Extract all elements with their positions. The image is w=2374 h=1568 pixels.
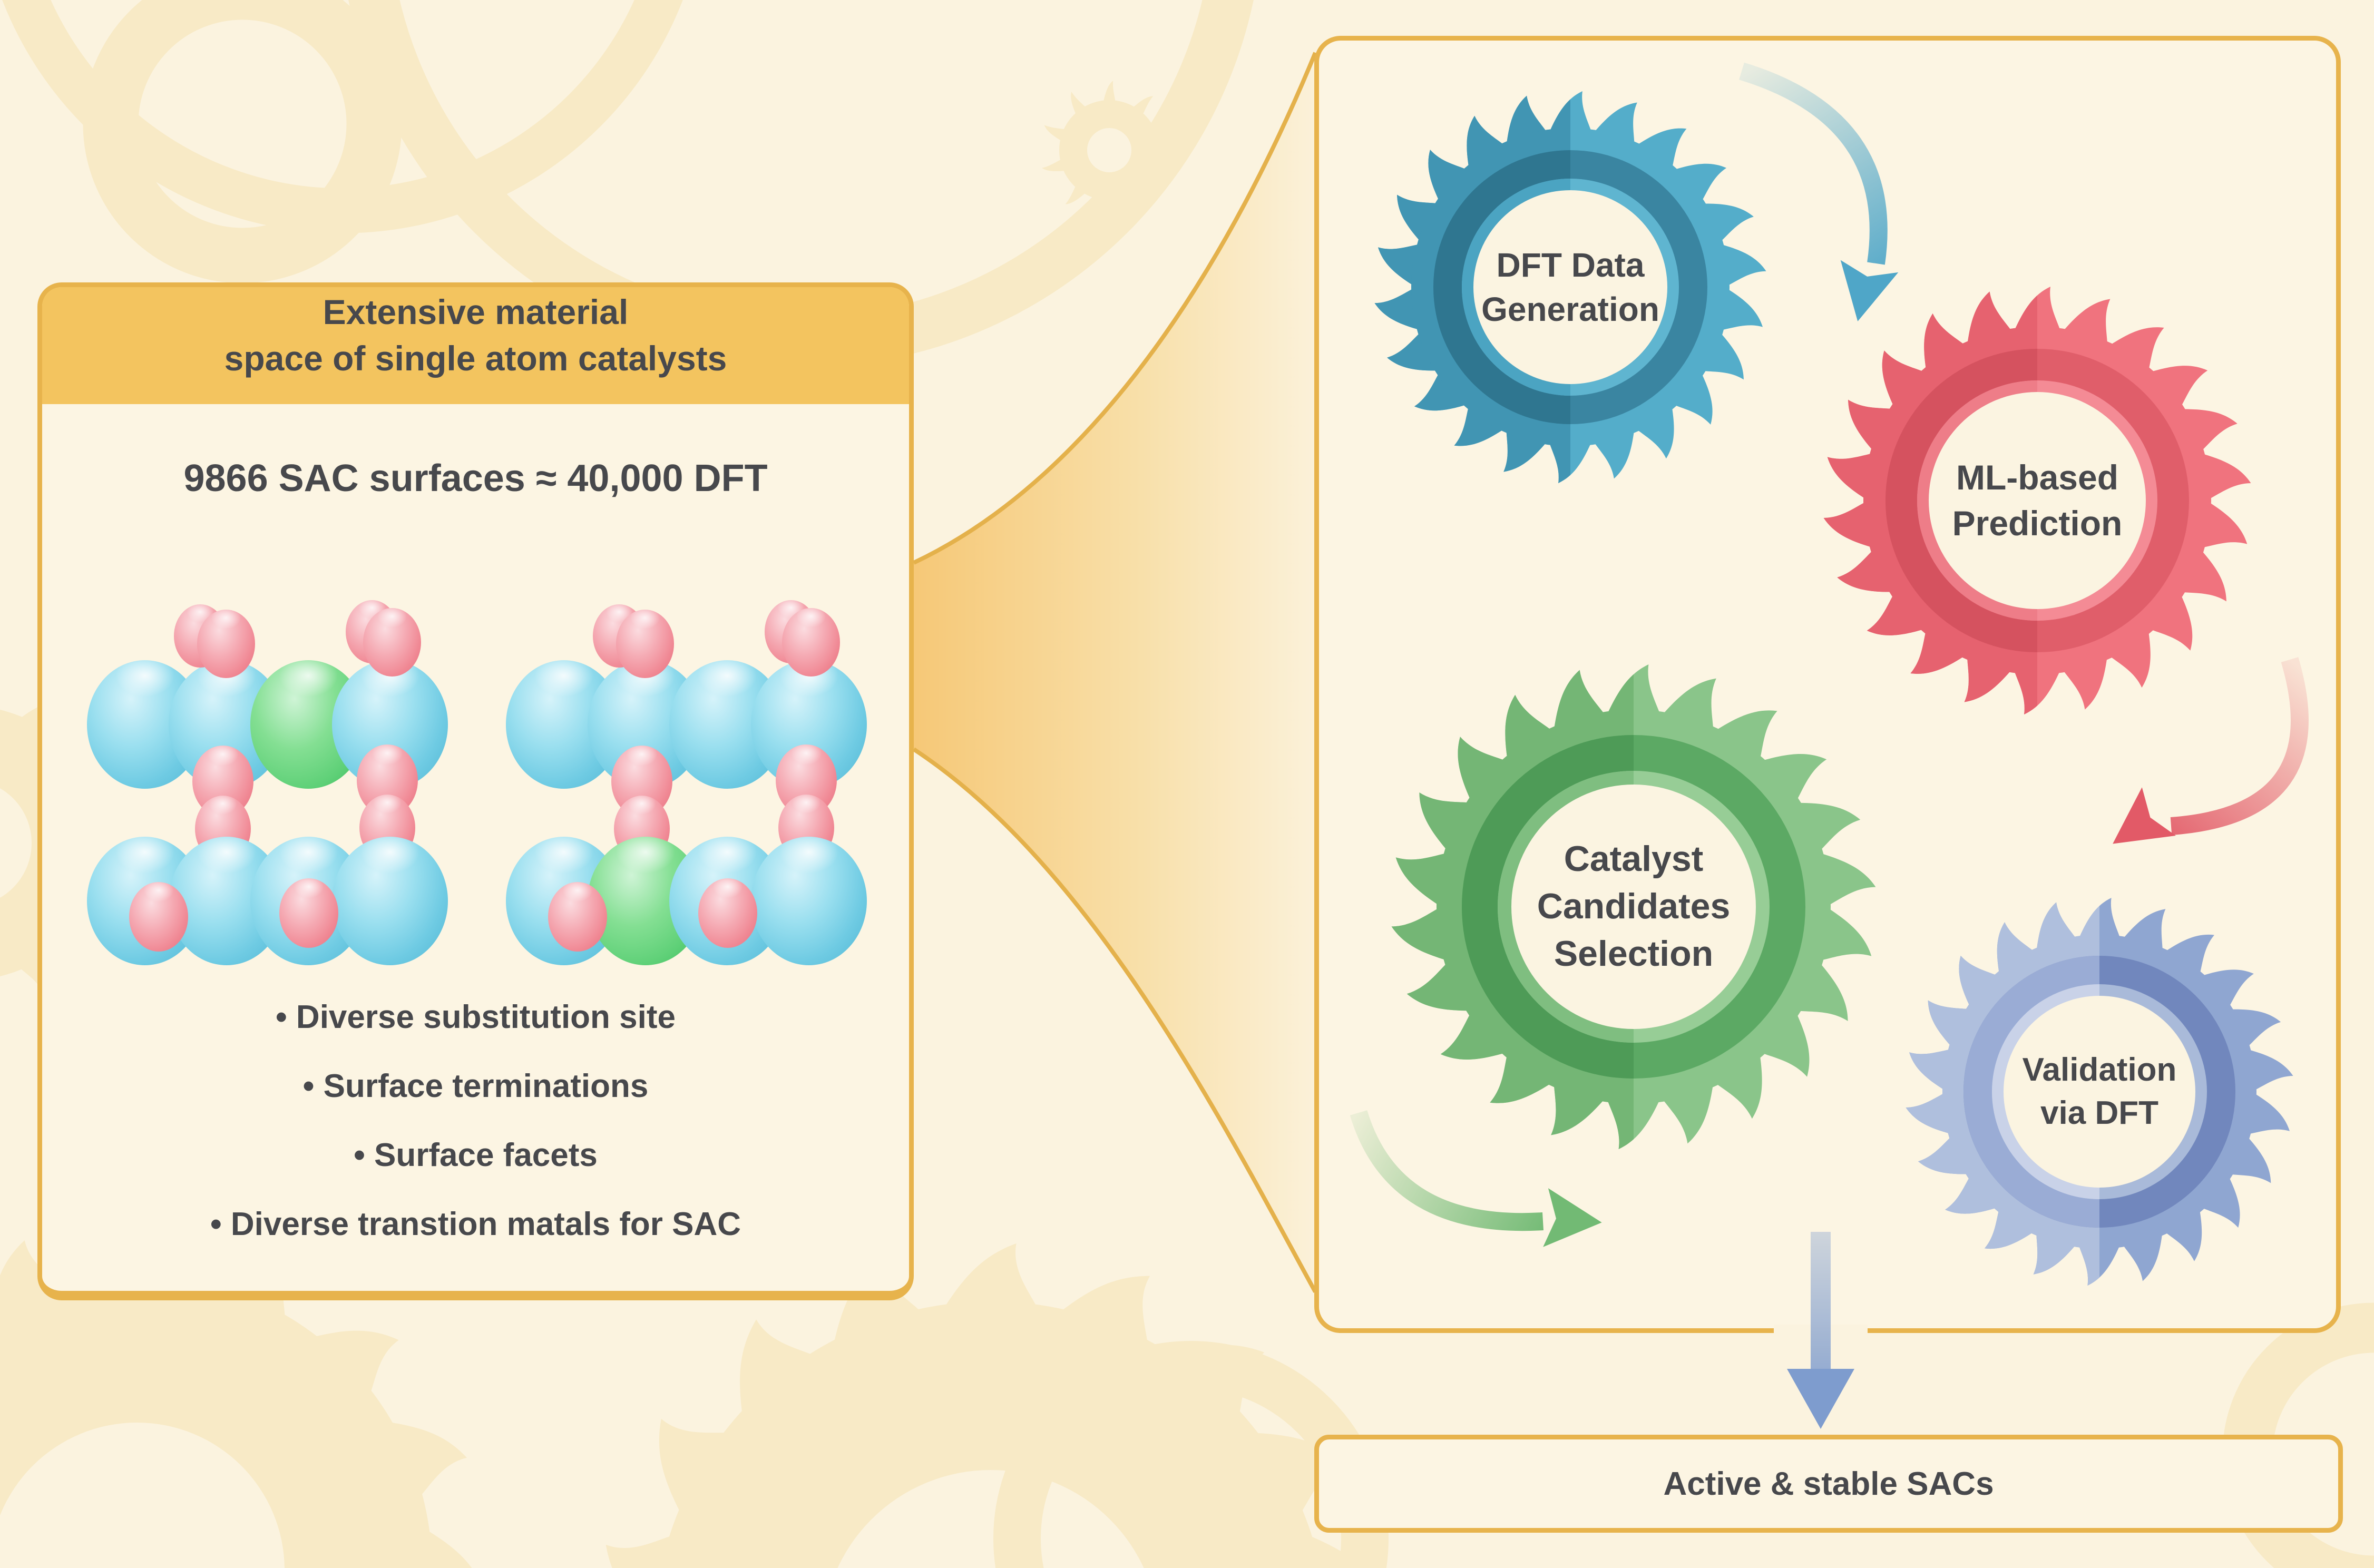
panel-title-line2: space of single atom catalysts (224, 339, 727, 378)
list-item: • Surface facets (354, 1137, 598, 1173)
funnel-top-edge (913, 52, 1317, 565)
list-item: • Surface terminations (302, 1068, 649, 1104)
list-item: • Diverse substitution site (276, 999, 676, 1035)
material-diversity-list: • Diverse substitution site • Surface te… (42, 983, 909, 1259)
material-space-panel: Extensive material space of single atom … (37, 282, 914, 1300)
workflow-panel (1314, 36, 2341, 1333)
result-box: Active & stable SACs (1314, 1435, 2343, 1533)
result-label: Active & stable SACs (1663, 1465, 1994, 1502)
funnel-shape (914, 53, 1315, 1292)
list-item: • Diverse transtion matals for SAC (210, 1206, 741, 1242)
sac-surfaces-stat: 9866 SAC surfaces ≈ 40,000 DFT (183, 457, 768, 499)
panel-title-line1: Extensive material (323, 292, 629, 331)
funnel-bottom-edge (912, 747, 1317, 1293)
material-space-header: Extensive material space of single atom … (42, 287, 909, 404)
